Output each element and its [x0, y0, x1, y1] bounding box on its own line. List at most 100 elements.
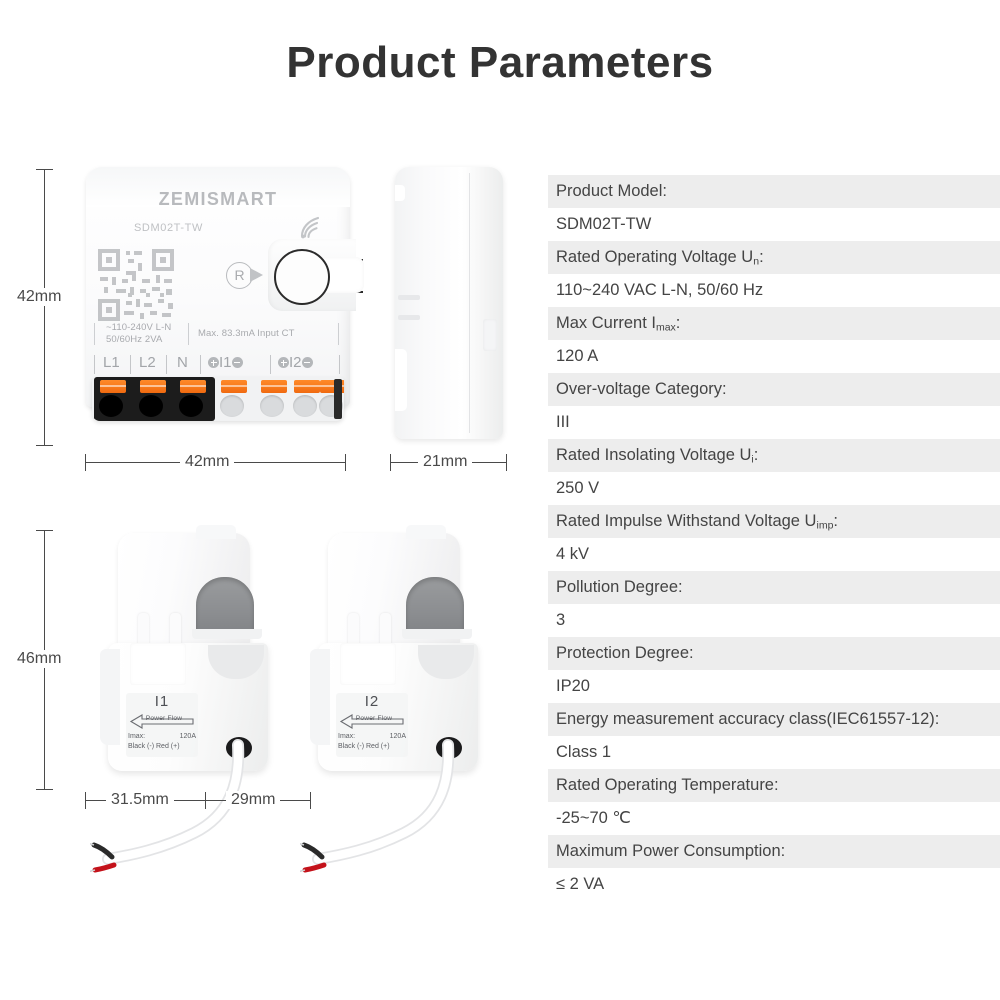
- spec-label-row: Over-voltage Category:: [548, 373, 1000, 406]
- power-flow-text: Power Flow: [145, 715, 183, 722]
- spec-value-row: -25~70 ℃: [548, 802, 1000, 835]
- terminal-label-l1: L1: [103, 354, 120, 371]
- device-side-tab: [483, 319, 497, 351]
- spec-label-subscript: i: [751, 453, 754, 466]
- ct-clamp-sensor-1-image: I1 Power Flow Imax: 120A Black (-) Red (…: [90, 525, 300, 873]
- ct-prong-left: [138, 613, 149, 665]
- terminal-label-i1: I1: [219, 354, 232, 371]
- qr-code-icon: [98, 249, 174, 321]
- ct-imax-label: Imax:: [128, 733, 146, 740]
- ct-imax-row: Imax: 120A: [338, 733, 406, 740]
- spec-value-row: 250 V: [548, 472, 1000, 505]
- ct-prong-base: [130, 643, 186, 685]
- ct-side-flange: [100, 649, 120, 745]
- ct-printed-label: I1 Power Flow Imax: 120A Black (-) Red (…: [126, 693, 198, 757]
- spec-label-row: Maximum Power Consumption:: [548, 835, 1000, 868]
- ct-core-lip: [192, 629, 262, 639]
- reset-indicator: R: [226, 260, 268, 290]
- ct-printed-label: I2 Power Flow Imax: 120A Black (-) Red (…: [336, 693, 408, 757]
- spec-label-row: Max Current Imax:: [548, 307, 1000, 340]
- terminal-lever[interactable]: [140, 380, 166, 393]
- terminal-port-i1-plus: [220, 395, 244, 417]
- ct-side-flange: [310, 649, 330, 745]
- ct-channel-id: I1: [154, 693, 170, 710]
- terminal-label-l2: L2: [139, 354, 156, 371]
- spec-label-row: Rated Insolating Voltage Ui:: [548, 439, 1000, 472]
- plus-icon: [208, 357, 219, 368]
- ct-prong-right: [170, 613, 181, 665]
- device-top-highlight: [86, 167, 350, 207]
- reset-letter: R: [226, 262, 253, 289]
- ct-channel-id: I2: [364, 693, 380, 710]
- terminal-label-i1-group: I1: [208, 354, 243, 371]
- device-side-clip-upper: [398, 295, 420, 300]
- terminal-port-l1: [99, 395, 123, 417]
- spec-label-subscript: n: [753, 255, 760, 268]
- spec-label-subscript: imp: [816, 519, 834, 532]
- dimension-main-depth-label: 21mm: [418, 453, 473, 471]
- terminal-label-i2: I2: [289, 354, 302, 371]
- terminal-lever[interactable]: [261, 380, 287, 393]
- ct-core-window: [196, 577, 254, 639]
- dimension-ct-width-label: 31.5mm: [106, 791, 174, 809]
- rating-voltage-line: ~110-240V L-N: [106, 322, 172, 333]
- spec-value-row: 120 A: [548, 340, 1000, 373]
- minus-icon: [301, 357, 313, 368]
- ct-cable: [300, 739, 455, 873]
- device-side-notch: [395, 185, 405, 201]
- ct-upper-cap: [196, 525, 236, 539]
- power-flow-arrow-icon: [129, 714, 194, 729]
- power-flow-arrow-icon: [339, 714, 404, 729]
- dimension-ct-depth-label: 29mm: [226, 791, 281, 809]
- terminal-port-i2-plus: [293, 395, 317, 417]
- spec-value-row: SDM02T-TW: [548, 208, 1000, 241]
- terminal-port-l2: [139, 395, 163, 417]
- terminal-port-n: [179, 395, 203, 417]
- terminal-label-i2-group: I2: [278, 354, 313, 371]
- ct-core-window: [406, 577, 464, 639]
- terminal-lever[interactable]: [180, 380, 206, 393]
- terminal-lever[interactable]: [221, 380, 247, 393]
- ct-polarity-text: Black (-) Red (+): [338, 743, 390, 750]
- ct-prong-base: [340, 643, 396, 685]
- wifi-icon: [300, 216, 320, 239]
- spec-value-row: Class 1: [548, 736, 1000, 769]
- ct-core-lip: [402, 629, 472, 639]
- reset-arrow-icon: [250, 268, 263, 282]
- dimension-ct-height-label: 46mm: [12, 650, 67, 668]
- ct-upper-cap: [406, 525, 446, 539]
- dimension-main-width-label: 42mm: [180, 453, 235, 471]
- terminal-label-n: N: [177, 354, 188, 371]
- spec-value-row: 3: [548, 604, 1000, 637]
- ct-polarity-text: Black (-) Red (+): [128, 743, 180, 750]
- device-rating-strip: ~110-240V L-N 50/60Hz 2VA Max. 83.3mA In…: [94, 319, 342, 351]
- terminal-label-row: L1 L2 N I1 I2: [94, 353, 344, 377]
- plus-icon: [278, 357, 289, 368]
- spec-value-row: 4 kV: [548, 538, 1000, 571]
- reset-button[interactable]: [274, 249, 330, 305]
- spec-label-row: Rated Operating Voltage Un:: [548, 241, 1000, 274]
- dimension-main-height-label: 42mm: [12, 288, 67, 306]
- ct-imax-value: 120A: [389, 733, 406, 740]
- device-model-text: SDM02T-TW: [134, 222, 203, 234]
- spec-label-row: Rated Impulse Withstand Voltage Uimp:: [548, 505, 1000, 538]
- product-side-view-image: [395, 167, 505, 439]
- spec-label-row: Product Model:: [548, 175, 1000, 208]
- device-rating-right: Max. 83.3mA Input CT: [198, 328, 295, 339]
- brand-logo-text: ZEMISMART: [158, 189, 278, 209]
- device-side-housing: [395, 167, 503, 439]
- device-side-step: [395, 349, 407, 411]
- terminal-port-i1-minus: [260, 395, 284, 417]
- ct-imax-row: Imax: 120A: [128, 733, 196, 740]
- terminal-lever[interactable]: [294, 380, 320, 393]
- ct-prong-right: [380, 613, 391, 665]
- spec-value-row: IP20: [548, 670, 1000, 703]
- ct-imax-label: Imax:: [338, 733, 356, 740]
- device-side-clip-lower: [398, 315, 420, 320]
- ct-cable: [90, 739, 245, 873]
- ct-clamp-sensor-2-image: I2 Power Flow Imax: 120A Black (-) Red (…: [300, 525, 510, 873]
- terminal-block-edge: [334, 379, 342, 419]
- terminal-lever[interactable]: [100, 380, 126, 393]
- spec-value-row: 110~240 VAC L-N, 50/60 Hz: [548, 274, 1000, 307]
